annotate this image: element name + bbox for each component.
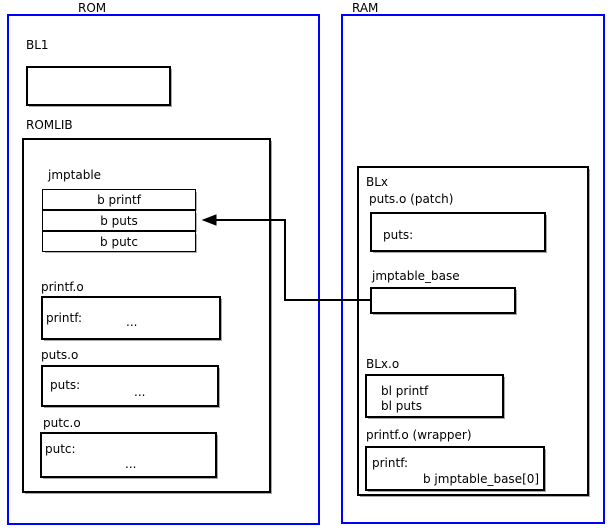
ram-region-label: RAM: [352, 1, 379, 15]
bl1-label: BL1: [26, 38, 49, 52]
jmptable-base-label: jmptable_base: [372, 269, 460, 283]
bl1-box: [26, 66, 171, 106]
puts-patch-box: puts:: [370, 212, 546, 252]
putc-o-box: putc: ...: [40, 432, 217, 478]
putc-symbol-text: putc:: [45, 442, 76, 456]
puts-o-label: puts.o: [41, 348, 79, 362]
printf-wrapper-box: printf: b jmptable_base[0]: [365, 446, 545, 491]
printf-wrapper-instruction-text: b jmptable_base[0]: [423, 472, 540, 486]
jmptable-entry-0: b printf: [42, 189, 196, 210]
printf-wrapper-symbol-text: printf:: [372, 456, 409, 470]
romlib-label: ROMLIB: [26, 118, 73, 132]
jmptable-base-box: [370, 287, 516, 314]
printf-symbol-text: printf:: [46, 311, 83, 325]
puts-patch-label: puts.o (patch): [369, 192, 454, 206]
jmptable-entry-1: b puts: [42, 210, 196, 231]
printf-ellipsis-text: ...: [126, 315, 138, 329]
jmptable-label: jmptable: [48, 168, 102, 182]
putc-ellipsis-text: ...: [125, 457, 137, 471]
jmptable-entry-1-text: b puts: [100, 213, 138, 228]
blx-o-line-0: bl printf: [381, 384, 429, 398]
puts-o-box: puts: ...: [41, 365, 219, 407]
blx-o-box: bl printf bl puts: [365, 374, 504, 418]
printf-o-box: printf: ...: [41, 296, 221, 340]
jmptable-entry-0-text: b printf: [97, 192, 141, 207]
putc-o-label: putc.o: [43, 416, 81, 430]
puts-patch-symbol-text: puts:: [383, 228, 414, 242]
printf-wrapper-label: printf.o (wrapper): [366, 428, 472, 442]
jmptable-entry-2: b putc: [42, 231, 196, 252]
blx-o-line-1: bl puts: [381, 399, 422, 413]
puts-ellipsis-text: ...: [134, 385, 146, 399]
blx-label: BLx: [366, 175, 389, 189]
jmptable-entry-2-text: b putc: [100, 234, 138, 249]
printf-o-label: printf.o: [41, 280, 84, 294]
rom-region-label: ROM: [78, 1, 107, 15]
blx-o-label: BLx.o: [366, 357, 400, 371]
puts-symbol-text: puts:: [50, 378, 81, 392]
